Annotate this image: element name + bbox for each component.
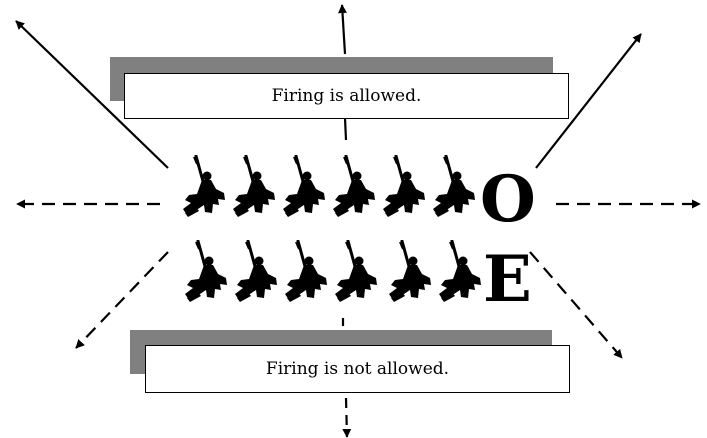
- top-callout-box: Firing is allowed.: [124, 73, 569, 119]
- top-callout-text: Firing is allowed.: [271, 86, 422, 106]
- bottom-callout-box: Firing is not allowed.: [145, 345, 570, 393]
- arrow-down-dashed: [342, 397, 352, 438]
- row-2-letter: E: [483, 242, 532, 317]
- soldier-icon: [180, 154, 228, 219]
- soldier-icon: [232, 239, 280, 304]
- soldier-icon: [280, 154, 328, 219]
- soldier-icon: [332, 239, 380, 304]
- arrow-up-solid-stub: [343, 117, 348, 141]
- arrow-up-solid-segment: [338, 4, 347, 55]
- soldier-icon: [430, 154, 478, 219]
- bottom-callout-text: Firing is not allowed.: [265, 359, 450, 379]
- soldier-icon: [230, 154, 278, 219]
- soldier-icon: [386, 239, 434, 304]
- soldier-icon: [330, 154, 378, 219]
- soldier-icon: [380, 154, 428, 219]
- arrow-down-right-dashed: [529, 251, 623, 359]
- row-1-letter: O: [480, 162, 536, 237]
- arrow-up-right-solid: [535, 33, 642, 169]
- arrow-down-left-dashed: [75, 251, 169, 349]
- arrow-up-left-solid: [15, 20, 169, 169]
- soldier-icon: [282, 239, 330, 304]
- soldier-icon: [182, 239, 230, 304]
- soldier-icon: [436, 239, 484, 304]
